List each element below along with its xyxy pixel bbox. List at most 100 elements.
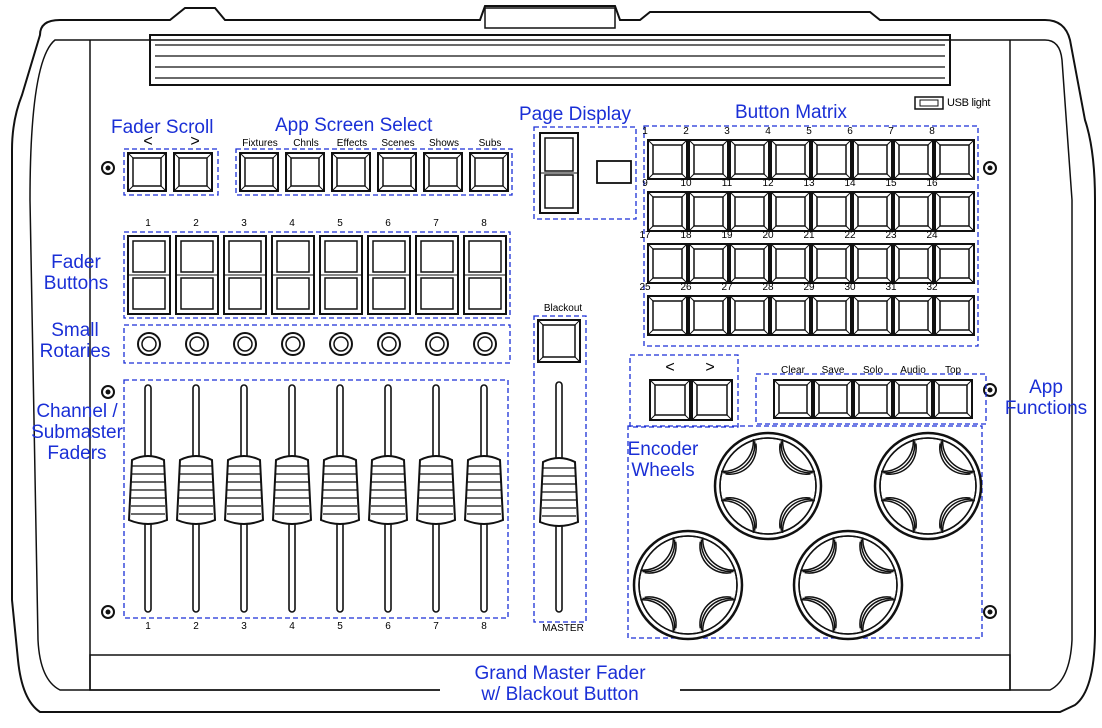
matrix-button-15[interactable] — [893, 191, 934, 232]
channel-fader-number: 6 — [385, 621, 391, 632]
encoder-nav-arrow-label: > — [705, 359, 715, 376]
matrix-button-1[interactable] — [647, 139, 688, 180]
matrix-button-5[interactable] — [811, 139, 852, 180]
channel-fader-8[interactable] — [463, 384, 505, 613]
channel-fader-number: 2 — [193, 621, 199, 632]
matrix-button-8[interactable] — [934, 139, 975, 180]
matrix-button-12[interactable] — [770, 191, 811, 232]
matrix-button-31[interactable] — [893, 295, 934, 336]
matrix-button-24[interactable] — [934, 243, 975, 284]
fader-button-3[interactable] — [223, 235, 267, 315]
matrix-button-number: 17 — [639, 230, 651, 241]
matrix-button-29[interactable] — [811, 295, 852, 336]
matrix-button-10[interactable] — [688, 191, 729, 232]
matrix-button-6[interactable] — [852, 139, 893, 180]
app-screen-button[interactable] — [469, 152, 509, 192]
matrix-button-4[interactable] — [770, 139, 811, 180]
matrix-button-number: 11 — [721, 178, 733, 189]
app-screen-button[interactable] — [239, 152, 279, 192]
small-rotary-knob[interactable] — [185, 332, 209, 356]
fader-scroll-button[interactable] — [173, 152, 213, 192]
encoder-wheel-3[interactable] — [632, 529, 744, 641]
matrix-button-number: 3 — [724, 126, 730, 137]
matrix-button-16[interactable] — [934, 191, 975, 232]
app-screen-button[interactable] — [285, 152, 325, 192]
channel-fader-4[interactable] — [271, 384, 313, 613]
app-screen-button[interactable] — [423, 152, 463, 192]
app-screen-select-group — [235, 148, 513, 196]
app-function-button[interactable] — [773, 379, 813, 419]
label-app-functions: App Functions — [1003, 378, 1089, 418]
matrix-button-32[interactable] — [934, 295, 975, 336]
fader-button-number: 7 — [433, 218, 439, 229]
encoder-wheel-1[interactable] — [713, 431, 823, 541]
fader-button-number: 5 — [337, 218, 343, 229]
matrix-button-3[interactable] — [729, 139, 770, 180]
matrix-button-14[interactable] — [852, 191, 893, 232]
small-rotary-knob[interactable] — [473, 332, 497, 356]
small-rotary-knob[interactable] — [137, 332, 161, 356]
channel-fader-1[interactable] — [127, 384, 169, 613]
app-function-button[interactable] — [933, 379, 973, 419]
matrix-button-18[interactable] — [688, 243, 729, 284]
matrix-button-23[interactable] — [893, 243, 934, 284]
channel-fader-5[interactable] — [319, 384, 361, 613]
matrix-button-7[interactable] — [893, 139, 934, 180]
small-rotary-knob[interactable] — [329, 332, 353, 356]
matrix-button-20[interactable] — [770, 243, 811, 284]
matrix-button-26[interactable] — [688, 295, 729, 336]
label-fader-scroll: Fader Scroll — [111, 117, 214, 138]
fader-scroll-button[interactable] — [127, 152, 167, 192]
fader-button-4[interactable] — [271, 235, 315, 315]
app-screen-button[interactable] — [331, 152, 371, 192]
app-function-label: Top — [944, 365, 962, 376]
matrix-button-19[interactable] — [729, 243, 770, 284]
encoder-wheel-4[interactable] — [792, 529, 904, 641]
matrix-button-number: 14 — [844, 178, 856, 189]
blackout-button[interactable] — [537, 319, 581, 363]
label-button-matrix: Button Matrix — [735, 102, 847, 123]
fader-button-1[interactable] — [127, 235, 171, 315]
label-channel-faders: Channel / Submaster Faders — [22, 402, 132, 463]
matrix-button-9[interactable] — [647, 191, 688, 232]
matrix-button-22[interactable] — [852, 243, 893, 284]
encoder-wheel-2[interactable] — [873, 431, 983, 541]
small-rotary-knob[interactable] — [233, 332, 257, 356]
app-function-button[interactable] — [853, 379, 893, 419]
encoder-nav-button[interactable] — [649, 379, 691, 421]
fader-button-8[interactable] — [463, 235, 507, 315]
matrix-button-28[interactable] — [770, 295, 811, 336]
matrix-button-number: 1 — [642, 126, 648, 137]
matrix-button-30[interactable] — [852, 295, 893, 336]
screw-hole-icon — [983, 605, 997, 619]
app-function-button[interactable] — [893, 379, 933, 419]
master-fader[interactable] — [538, 381, 580, 613]
label-encoder-wheels: Encoder Wheels — [615, 440, 711, 480]
matrix-button-21[interactable] — [811, 243, 852, 284]
matrix-button-2[interactable] — [688, 139, 729, 180]
small-rotary-knob[interactable] — [281, 332, 305, 356]
channel-fader-number: 4 — [289, 621, 295, 632]
small-rotary-knob[interactable] — [425, 332, 449, 356]
app-screen-button[interactable] — [377, 152, 417, 192]
matrix-button-25[interactable] — [647, 295, 688, 336]
small-rotary-knob[interactable] — [377, 332, 401, 356]
matrix-button-number: 31 — [885, 282, 897, 293]
channel-fader-2[interactable] — [175, 384, 217, 613]
label-small-rotaries-line2: Rotaries — [39, 341, 111, 362]
fader-button-5[interactable] — [319, 235, 363, 315]
channel-fader-3[interactable] — [223, 384, 265, 613]
matrix-button-27[interactable] — [729, 295, 770, 336]
fader-button-6[interactable] — [367, 235, 411, 315]
matrix-button-11[interactable] — [729, 191, 770, 232]
channel-fader-7[interactable] — [415, 384, 457, 613]
channel-fader-6[interactable] — [367, 384, 409, 613]
channel-fader-number: 8 — [481, 621, 487, 632]
app-function-button[interactable] — [813, 379, 853, 419]
matrix-button-13[interactable] — [811, 191, 852, 232]
encoder-nav-button[interactable] — [691, 379, 733, 421]
matrix-button-17[interactable] — [647, 243, 688, 284]
fader-button-7[interactable] — [415, 235, 459, 315]
matrix-button-number: 8 — [929, 126, 935, 137]
fader-button-2[interactable] — [175, 235, 219, 315]
